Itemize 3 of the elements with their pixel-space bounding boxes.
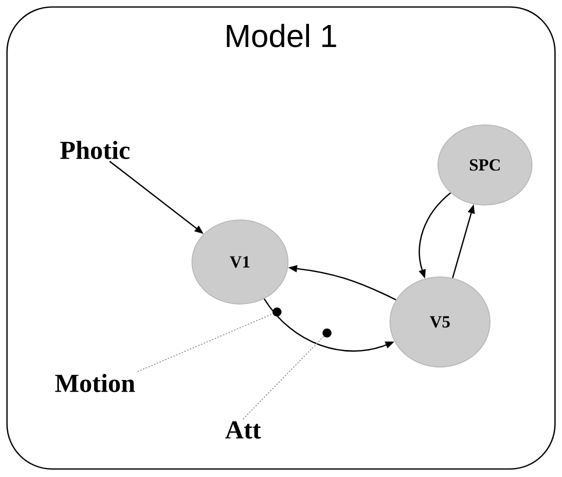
input-label: Att: [225, 421, 261, 439]
input-label: Photic: [60, 140, 130, 160]
input-label: Motion: [55, 374, 135, 392]
